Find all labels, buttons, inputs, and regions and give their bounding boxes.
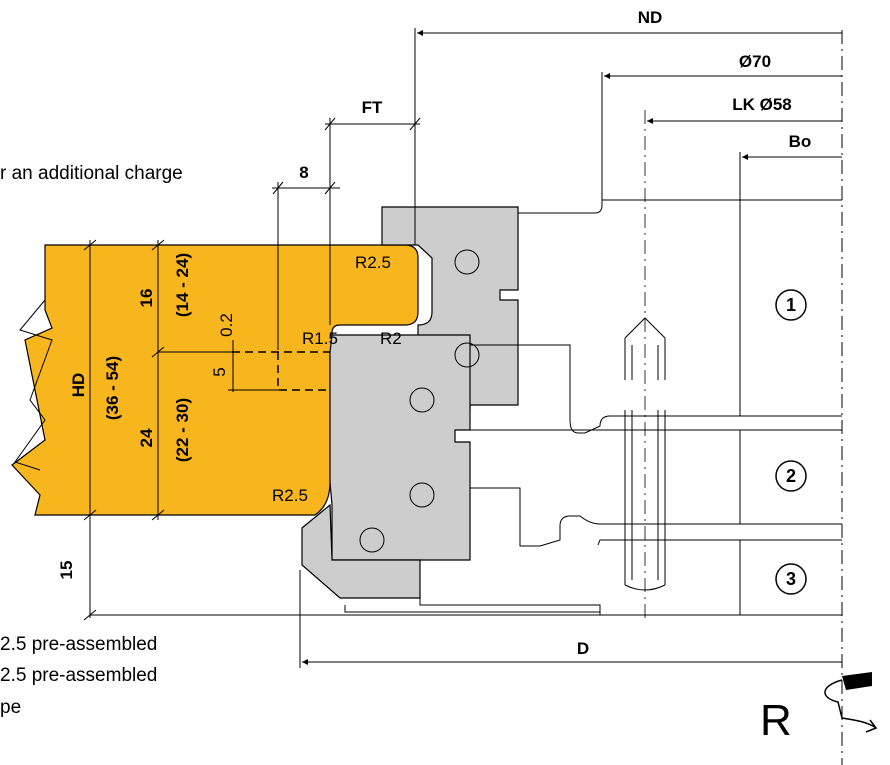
note-line-2: 2.5 pre-assembled: [0, 665, 157, 686]
hole-4: [409, 482, 435, 508]
ft-tick-1: [324, 117, 336, 131]
label-nd: ND: [638, 8, 663, 27]
radius-top: R2.5: [355, 253, 391, 272]
hub-outline: [469, 199, 741, 434]
eight-tick-1: [272, 181, 284, 195]
label-15: 15: [57, 561, 76, 580]
hub-lower: [470, 429, 741, 547]
hole-1: [454, 249, 480, 275]
rotation-band-icon: [842, 672, 872, 690]
label-lk: LK Ø58: [732, 95, 792, 114]
note-line-1: 2.5 pre-assembled: [0, 634, 157, 655]
hole-5: [359, 527, 385, 553]
hd-tick-2: [83, 509, 97, 521]
label-hd-range: (36 - 54): [103, 356, 122, 420]
fifteen-tick: [83, 609, 97, 621]
radius-bottom: R2.5: [272, 486, 308, 505]
hole-2: [454, 342, 480, 368]
cutter-top: [381, 206, 519, 411]
part-circle-3: [775, 563, 807, 595]
rotation-arrow-icon: [824, 679, 878, 733]
label-hd: HD: [69, 373, 88, 398]
label-5: 5: [210, 367, 229, 376]
label-d: D: [577, 639, 589, 658]
part-number-3: 3: [786, 569, 796, 589]
label-16: 16: [137, 289, 156, 308]
radius-1-5: R1.5: [302, 329, 338, 348]
part-circle-2: [775, 460, 807, 492]
label-ft: FT: [362, 98, 383, 117]
rotation-label: R: [760, 696, 792, 745]
workpiece: [11, 244, 419, 516]
eight-tick-2: [324, 181, 336, 195]
radius-2: R2: [380, 329, 402, 348]
note-charge: r an additional charge: [0, 163, 183, 184]
cutter-bottom: [301, 503, 421, 599]
hub-bottom-line: [344, 605, 600, 613]
note-line-3: pe: [0, 697, 21, 718]
mid-tick-3: [151, 509, 165, 521]
part-number-2: 2: [786, 466, 796, 486]
label-bo: Bo: [789, 132, 812, 151]
label-d70: Ø70: [739, 52, 771, 71]
break-line: [14, 299, 53, 471]
label-16-range: (14 - 24): [173, 253, 192, 317]
label-24: 24: [137, 428, 156, 447]
part-number-1: 1: [786, 295, 796, 315]
hd-tick-1: [83, 239, 97, 251]
cutter-middle: [329, 334, 471, 561]
label-0-2: 0.2: [217, 313, 236, 337]
part-circle-1: [775, 289, 807, 321]
mid-tick-1: [151, 239, 165, 251]
label-eight: 8: [299, 163, 308, 182]
label-24-range: (22 - 30): [173, 398, 192, 462]
hole-3: [409, 387, 435, 413]
groove-dashed: [232, 351, 332, 391]
ft-tick-2: [409, 117, 421, 131]
